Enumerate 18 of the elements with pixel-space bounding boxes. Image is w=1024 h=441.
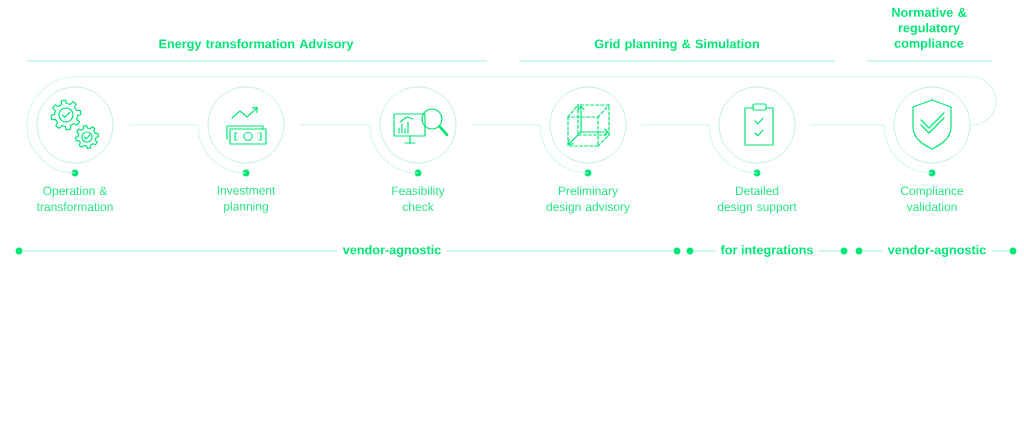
edge-label: vendor-agnostic xyxy=(337,242,447,260)
step-label: Compliance validation xyxy=(900,186,964,212)
step-label: Operation & transformation xyxy=(36,186,113,212)
edge-label: for integrations xyxy=(715,242,819,260)
heading: Energy transformation Advisory xyxy=(159,39,354,51)
step-label: Detailed design support xyxy=(717,186,797,214)
connector-line xyxy=(470,124,589,174)
heading: Grid planning & Simulation xyxy=(594,39,759,51)
connector-line xyxy=(26,76,997,174)
step-label: Preliminary design advisory xyxy=(546,186,630,214)
step-label: Feasibility check xyxy=(392,186,445,212)
step-label: Investment planning xyxy=(217,186,276,213)
connector-line xyxy=(640,124,758,174)
connector-line xyxy=(298,124,419,174)
connector-line xyxy=(127,124,247,174)
heading: Normative & regulatory compliance xyxy=(892,7,967,51)
connector-line xyxy=(809,124,933,174)
edge-label: vendor-agnostic xyxy=(882,242,992,260)
